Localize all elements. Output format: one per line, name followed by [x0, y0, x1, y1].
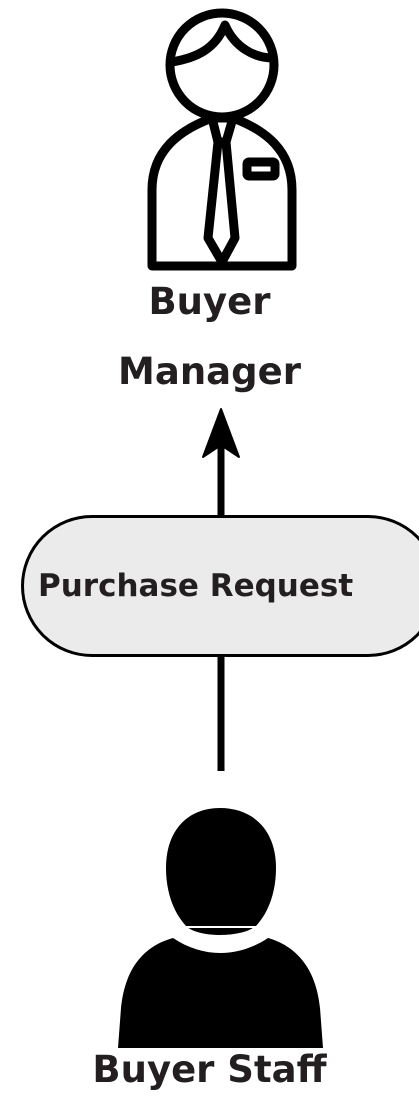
manager-label-line2: Manager — [118, 350, 301, 393]
business-person-tie-icon — [147, 8, 297, 271]
buyer-staff-label: Buyer Staff — [92, 1048, 327, 1091]
purchase-request-node: Purchase Request — [21, 515, 419, 657]
arrow-process-to-manager — [202, 408, 240, 517]
manager-label-line1: Buyer — [148, 280, 271, 323]
connector-staff-to-process — [217, 655, 225, 771]
purchase-request-label: Purchase Request — [38, 568, 354, 604]
user-silhouette-icon — [118, 808, 323, 1048]
